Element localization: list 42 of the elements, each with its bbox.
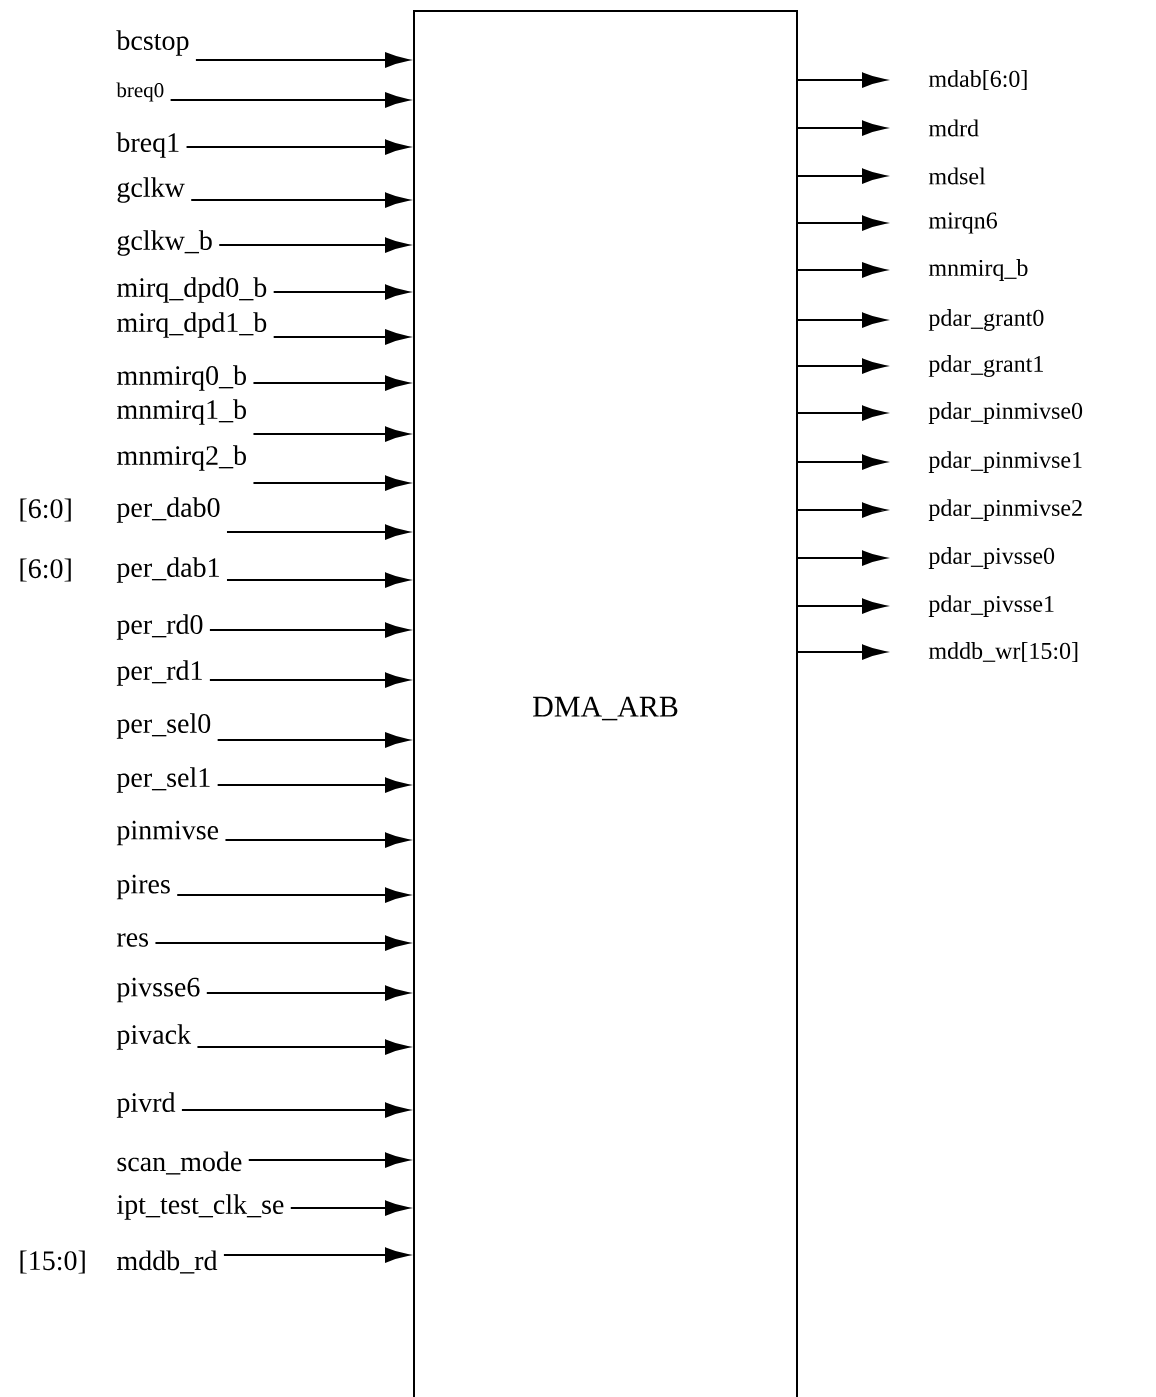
signal-name: pivack [116,1024,192,1050]
signal-name: pinmivse [116,820,219,846]
signal-name: mddb_wr[15:0] [928,642,1078,662]
signal-name: pdar_grant0 [928,309,1044,331]
signal-name: res [116,933,149,947]
signal-name: mirq_dpd1_b [117,312,267,338]
block-box: DMA_ARB [413,10,798,1397]
signal-name: bcstop [116,30,189,56]
signal-name: mirqn6 [928,212,998,234]
signal-name: mirq_dpd0_b [117,277,267,303]
signal-name: per_rd1 [116,660,202,686]
signal-name: mnmirq_b [928,259,1028,281]
signal-name: pires [116,874,170,900]
signal-name: breq0 [116,82,164,102]
signal-name: pdar_grant1 [928,355,1043,377]
signal-name: per_sel0 [116,713,211,739]
bus-width: [6:0] [20,558,71,582]
signal-name: per_sel1 [116,767,210,793]
signal-name: gclkw_b [117,230,212,256]
signal-name: pdar_pinmivse2 [928,499,1082,521]
signal-name: ipt_test_clk_se [117,1194,284,1220]
signal-name: pivsse6 [116,977,200,1003]
signal-name: pdar_pinmivse0 [928,402,1083,424]
signal-name: per_dab0 [116,497,220,523]
signal-name: mddb_rd [117,1250,218,1274]
signal-name: mdsel [928,167,986,185]
signal-name: pdar_pivsse1 [928,595,1054,617]
bus-width: [6:0] [20,498,71,522]
signal-name: mdab[6:0] [928,70,1027,90]
signal-name: per_dab1 [116,557,219,583]
bus-width: [15:0] [20,1250,85,1274]
signal-name: mnmirq0_b [117,365,246,391]
signal-name: mdrd [928,119,979,137]
signal-name: pdar_pinmivse1 [928,451,1082,473]
signal-name: pdar_pivsse0 [928,547,1055,569]
signal-name: per_rd0 [116,614,203,640]
signal-name: gclkw [117,177,185,203]
signal-name: breq1 [116,132,179,158]
signal-name: mnmirq2_b [117,445,246,471]
signal-name: mnmirq1_b [117,399,246,425]
signal-name: pivrd [116,1092,176,1118]
signal-name: scan_mode [117,1151,242,1175]
